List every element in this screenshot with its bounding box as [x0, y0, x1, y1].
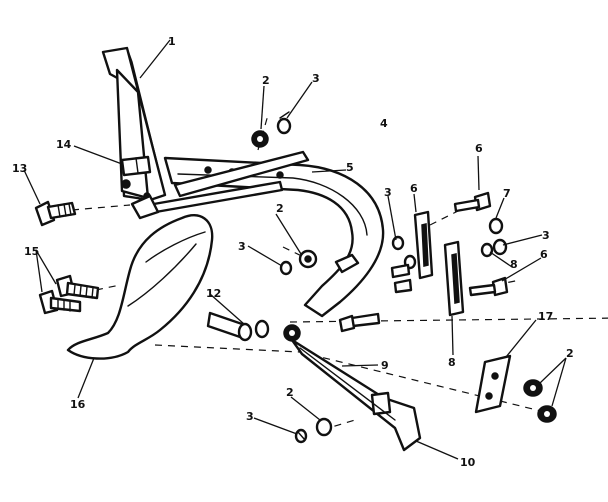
- part-12-bolt: [206, 311, 253, 342]
- callout-7: 7: [503, 187, 511, 200]
- part-16-shovel: [66, 214, 214, 360]
- part-2-nut-top: [251, 130, 269, 148]
- callout-3-bottom: 3: [246, 410, 254, 423]
- part-3-washer-left-plate: [391, 235, 417, 270]
- part-6-bolt-lower: [468, 276, 509, 297]
- leader-lines: [23, 39, 567, 460]
- part-9-pivot: [283, 324, 301, 342]
- callout-3-plate-left: 3: [384, 186, 392, 199]
- part-washer-near-12: [254, 319, 270, 339]
- part-15-bolts: [38, 274, 100, 315]
- part-8-slotted-plate: [443, 240, 465, 317]
- callout-16: 16: [70, 398, 86, 411]
- part-2-nut-middle: [298, 249, 318, 269]
- callout-5: 5: [346, 161, 354, 174]
- callout-12: 12: [206, 287, 221, 300]
- callout-2-top: 2: [262, 74, 270, 87]
- callout-15: 15: [24, 245, 39, 258]
- part-13-bolt: [34, 200, 77, 227]
- part-14-bolt: [120, 155, 152, 177]
- callout-2-middle: 2: [276, 202, 284, 215]
- callout-8-right: 8: [510, 258, 518, 271]
- part-3-washer-bottom: [294, 428, 308, 444]
- part-2-nuts-right: [523, 379, 557, 423]
- callout-4: 4: [380, 117, 388, 130]
- callout-labels: 1 2 3 4 5 6 7 3 6 3 8 6 14 13 2 3 15 12 …: [12, 35, 574, 469]
- part-3-washer-right: [480, 238, 508, 258]
- callout-14: 14: [56, 138, 72, 151]
- callout-6-plate: 6: [410, 182, 418, 195]
- callout-3-right: 3: [542, 229, 550, 242]
- callout-13: 13: [12, 162, 27, 175]
- part-17-plate: [474, 354, 512, 414]
- part-bolts-left-of-plate: [338, 263, 413, 333]
- part-2-nut-bottom: [315, 417, 333, 437]
- part-3-washer-top: [276, 111, 292, 135]
- part-1-bracket: [101, 46, 167, 202]
- part-3-washer-middle: [279, 260, 293, 276]
- callout-2-bottom: 2: [286, 386, 294, 399]
- callout-6-right: 6: [540, 248, 548, 261]
- part-5-brace: [130, 150, 310, 220]
- callout-2-right: 2: [566, 347, 574, 360]
- part-6-slotted-plate: [413, 210, 434, 280]
- callout-3-middle: 3: [238, 240, 246, 253]
- part-10-arm: [290, 338, 422, 452]
- callout-10: 10: [460, 456, 476, 469]
- callout-6-top: 6: [475, 142, 483, 155]
- callout-8-bottom: 8: [448, 356, 456, 369]
- callout-3-top: 3: [312, 72, 320, 85]
- callout-1: 1: [168, 35, 176, 48]
- callout-17: 17: [538, 310, 553, 323]
- callout-9: 9: [381, 359, 389, 372]
- part-6-bolt-right: [453, 191, 492, 213]
- part-7-washer: [488, 217, 504, 235]
- part-spring-clip: [334, 253, 360, 274]
